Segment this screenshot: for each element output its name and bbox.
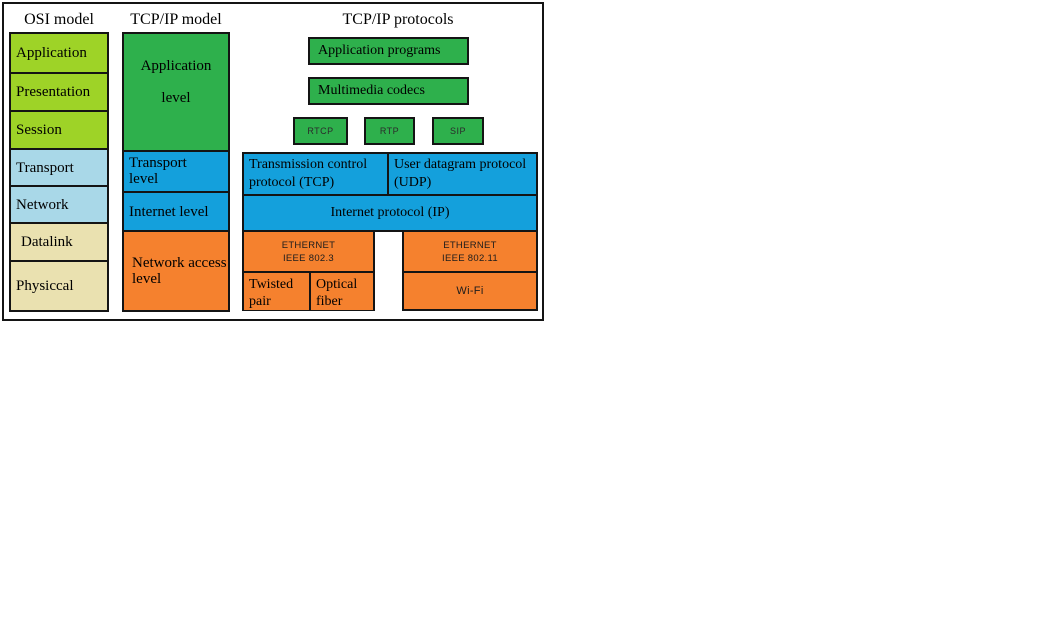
tcpip-network-access-level: Network access level: [124, 230, 228, 310]
tcpip-model-heading: TCP/IP model: [130, 11, 222, 28]
osi-layer-network: Network: [11, 185, 107, 222]
osi-layer-physical: Physiccal: [11, 260, 107, 310]
tcpip-internet-level: Internet level: [124, 191, 228, 230]
osi-model-column: Application Presentation Session Transpo…: [9, 32, 109, 312]
tcpip-protocols-heading: TCP/IP protocols: [342, 11, 454, 28]
osi-layer-datalink: Datalink: [11, 222, 107, 260]
tcpip-model-column: Application level Transport level Intern…: [122, 32, 230, 312]
osi-layer-session: Session: [11, 110, 107, 148]
multimedia-codecs-box: Multimedia codecs: [308, 77, 469, 105]
osi-layer-transport: Transport: [11, 148, 107, 185]
tcpip-transport-level: Transport level: [124, 150, 228, 191]
osi-layer-presentation: Presentation: [11, 72, 107, 110]
tcp-box: Transmission control protocol (TCP): [244, 154, 389, 194]
rtp-box: RTP: [364, 117, 415, 145]
osi-model-heading: OSI model: [24, 11, 94, 28]
wifi-box: Wi-Fi: [404, 273, 536, 309]
ip-box: Internet protocol (IP): [244, 194, 536, 230]
ethernet-802-3-block: ETHERNET IEEE 802.3 Twisted pair Optical…: [242, 230, 375, 311]
twisted-pair-box: Twisted pair: [244, 273, 311, 310]
udp-box: User datagram protocol (UDP): [389, 154, 536, 194]
tcpip-application-level: Application level: [124, 34, 228, 150]
rtcp-box: RTCP: [293, 117, 348, 145]
osi-layer-application: Application: [11, 34, 107, 72]
optical-fiber-box: Optical fiber: [311, 273, 373, 310]
application-programs-box: Application programs: [308, 37, 469, 65]
sip-box: SIP: [432, 117, 484, 145]
ethernet-802-11-label: ETHERNET IEEE 802.11: [404, 232, 536, 273]
diagram-outer-border: [2, 2, 544, 321]
ethernet-802-3-label: ETHERNET IEEE 802.3: [244, 232, 373, 273]
transport-internet-block: Transmission control protocol (TCP) User…: [242, 152, 538, 232]
ethernet-802-11-block: ETHERNET IEEE 802.11 Wi-Fi: [402, 230, 538, 311]
